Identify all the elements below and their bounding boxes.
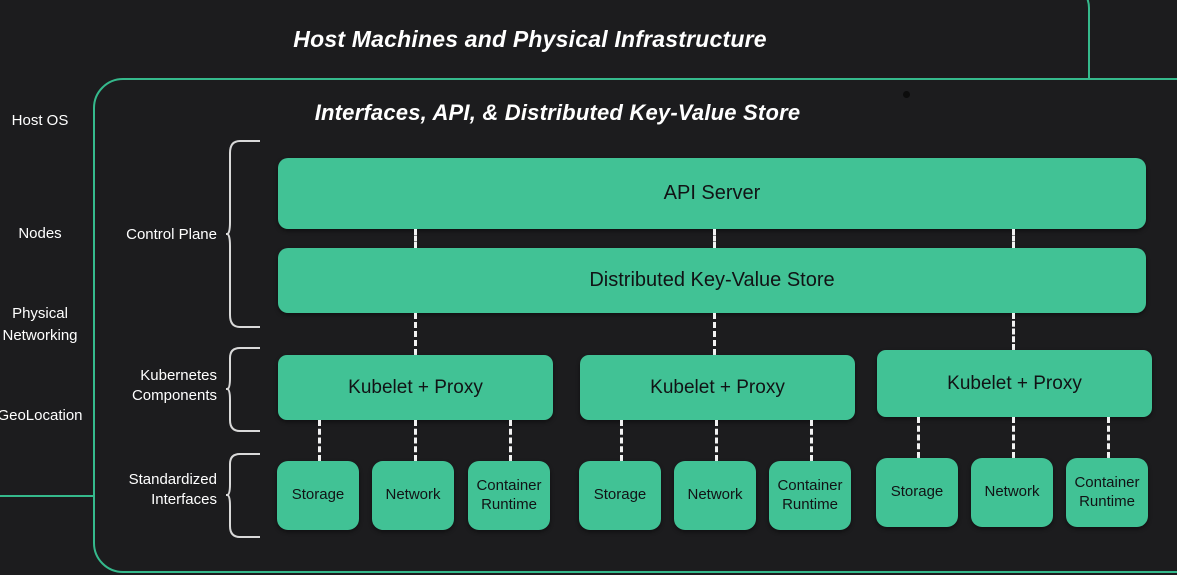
connector-kubelet1-runtime — [509, 420, 512, 461]
connector-kubelet3-runtime — [1107, 417, 1110, 458]
stack-label-host-os: Host OS — [11, 112, 69, 129]
connector-kubelet2-storage — [620, 420, 623, 461]
section-label-kubernetes-components: Kubernetes Components — [131, 367, 217, 405]
brace-control-plane — [226, 140, 260, 328]
stack-label-geolocation: GeoLocation — [0, 407, 83, 424]
stray-dot-artifact — [903, 91, 910, 98]
connector-kubelet3-network — [1012, 417, 1015, 458]
section-label-standardized-interfaces: Standardized Interfaces — [128, 471, 217, 509]
stack-label-nodes: Nodes — [18, 225, 62, 242]
box-network-2[interactable]: Network — [674, 461, 756, 530]
interfaces-api-kvstore-title: Interfaces, API, & Distributed Key-Value… — [314, 100, 801, 125]
box-kubelet-proxy-1[interactable]: Kubelet + Proxy — [278, 355, 553, 420]
connector-kubelet1-storage — [318, 420, 321, 461]
box-kubelet-proxy-2[interactable]: Kubelet + Proxy — [580, 355, 855, 420]
connector-kubelet2-runtime — [810, 420, 813, 461]
connector-kv-to-kubelet-1 — [414, 313, 417, 355]
box-storage-2[interactable]: Storage — [579, 461, 661, 530]
box-network-3[interactable]: Network — [971, 458, 1053, 527]
connector-kv-to-kubelet-3 — [1012, 313, 1015, 350]
box-api-server[interactable]: API Server — [278, 158, 1146, 229]
box-container-runtime-1[interactable]: Container Runtime — [468, 461, 550, 530]
box-kubelet-proxy-3[interactable]: Kubelet + Proxy — [877, 350, 1152, 417]
connector-kubelet2-network — [715, 420, 718, 461]
connector-kubelet3-storage — [917, 417, 920, 458]
box-storage-3[interactable]: Storage — [876, 458, 958, 527]
host-infrastructure-title: Host Machines and Physical Infrastructur… — [293, 26, 767, 52]
brace-standardized-interfaces — [226, 453, 260, 538]
box-distributed-key-value-store[interactable]: Distributed Key-Value Store — [278, 248, 1146, 313]
box-storage-1[interactable]: Storage — [277, 461, 359, 530]
section-label-control-plane: Control Plane — [126, 226, 217, 243]
box-container-runtime-2[interactable]: Container Runtime — [769, 461, 851, 530]
box-network-1[interactable]: Network — [372, 461, 454, 530]
connector-kv-to-kubelet-2 — [713, 313, 716, 355]
brace-kubernetes-components — [226, 347, 260, 432]
connector-api-to-kv-3 — [1012, 229, 1015, 248]
box-container-runtime-3[interactable]: Container Runtime — [1066, 458, 1148, 527]
connector-api-to-kv-2 — [713, 229, 716, 248]
stack-label-physical-networking: Physical Networking — [2, 305, 78, 344]
connector-kubelet1-network — [414, 420, 417, 461]
connector-api-to-kv-1 — [414, 229, 417, 248]
